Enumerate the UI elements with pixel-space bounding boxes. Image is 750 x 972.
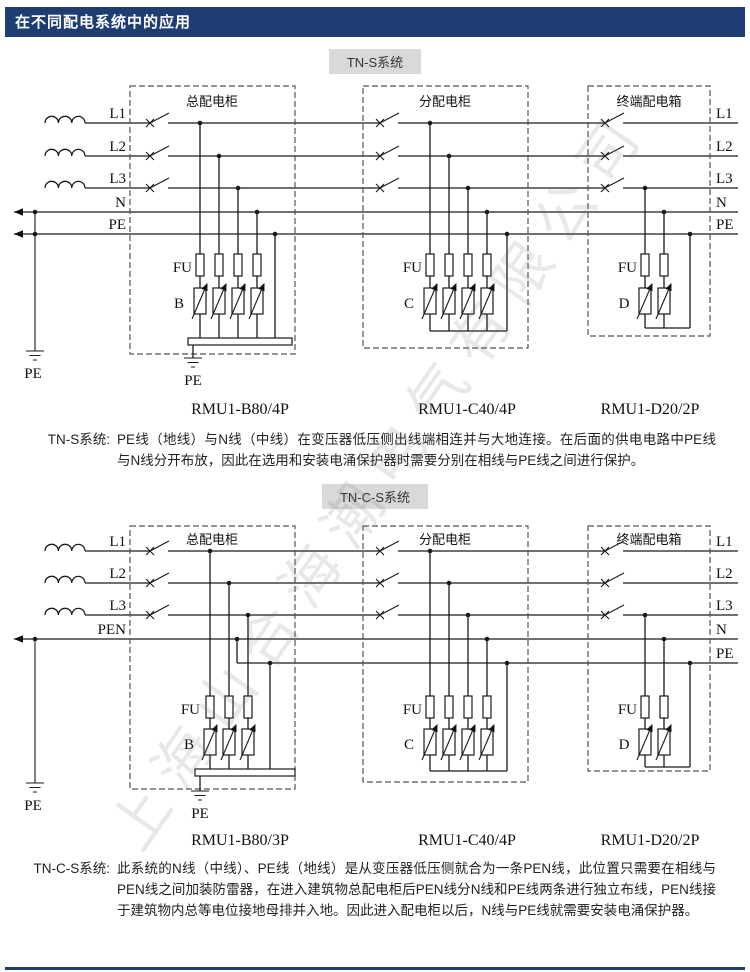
tncs-right-label-pe: PE <box>716 646 734 662</box>
tns-right-label-l3: L3 <box>716 171 733 187</box>
cabinet-outlines <box>129 525 711 790</box>
tns-left-label-n: N <box>115 195 126 211</box>
tns-ground-label-left: PE <box>24 366 42 382</box>
tns-system-tag: TN-S系统 <box>328 49 422 74</box>
tns-product-sub: RMU1-C40/4P <box>418 401 516 418</box>
tncs-description-text: 此系统的N线（中线）、PE线（地线）是从变压器低压侧就合为一条PEN线，此位置只… <box>117 860 716 918</box>
wire-start-arrow-icons <box>14 208 23 238</box>
tncs-diagram: L1 L2 L3 PEN L1 L2 L3 N PE 总配电柜 分配电柜 终端配… <box>14 525 738 849</box>
spd-branch-wires <box>199 550 691 791</box>
junction-dots <box>32 120 693 237</box>
tns-left-label-l3: L3 <box>109 171 126 187</box>
junction-dots <box>32 548 693 666</box>
tns-diagram: L1 L2 L3 N PE L1 L2 L3 N PE 总配电柜 分配电柜 终端… <box>14 85 738 418</box>
tncs-cabinet-main-title: 总配电柜 <box>186 532 238 547</box>
spd-branch-wires <box>192 123 691 358</box>
tncs-cabinet-sub-title: 分配电柜 <box>419 532 471 547</box>
tns-tag-row: TN-S系统 <box>0 49 750 74</box>
tncs-left-label-l1: L1 <box>109 534 126 550</box>
tncs-right-label-l2: L2 <box>716 566 733 582</box>
tns-left-label-l2: L2 <box>109 139 126 155</box>
bottom-divider <box>5 967 745 970</box>
fuse-symbols <box>195 253 669 277</box>
spd-symbols <box>201 723 672 761</box>
tns-product-terminal: RMU1-D20/2P <box>601 401 700 418</box>
tns-cabinet-sub-title: 分配电柜 <box>419 94 471 109</box>
tns-spd-class-d: D <box>619 296 630 312</box>
tns-spd-class-c: C <box>404 296 414 312</box>
tncs-system-tag: TN-C-S系统 <box>321 483 429 509</box>
tncs-product-sub: RMU1-C40/4P <box>418 832 516 849</box>
tncs-spd-class-d: D <box>619 737 630 753</box>
tncs-spd-class-c: C <box>404 737 414 753</box>
tncs-left-label-l3: L3 <box>109 598 126 614</box>
tns-description-text: PE线（地线）与N线（中线）在变压器低压侧出线端相连并与大地连接。在后面的供电电… <box>117 432 716 468</box>
tns-fu-label-main: FU <box>173 260 192 276</box>
breaker-switch-icons <box>145 112 625 193</box>
equipotential-busbar <box>194 768 296 777</box>
tncs-description-label: TN-C-S系统: <box>33 860 111 876</box>
tncs-ground-label-main: PE <box>191 806 209 822</box>
tns-fu-label-terminal: FU <box>618 260 637 276</box>
tncs-product-terminal: RMU1-D20/2P <box>601 832 700 849</box>
tncs-right-label-n: N <box>716 622 727 638</box>
tns-ground-label-main: PE <box>184 373 202 389</box>
phase-wires <box>14 122 738 235</box>
tns-description: TN-S系统: PE线（地线）与N线（中线）在变压器低压侧出线端相连并与大地连接… <box>0 430 750 472</box>
tns-right-label-pe: PE <box>716 217 734 233</box>
page-title: 在不同配电系统中的应用 <box>5 7 745 37</box>
tncs-cabinet-terminal-title: 终端配电箱 <box>616 532 681 547</box>
tncs-product-main: RMU1-B80/3P <box>191 832 289 849</box>
tns-cabinet-main-title: 总配电柜 <box>186 94 238 109</box>
breaker-switch-icons <box>145 540 625 620</box>
tncs-fu-label-main: FU <box>181 702 200 718</box>
tncs-left-label-l2: L2 <box>109 566 126 582</box>
tncs-ground-label-left: PE <box>24 798 42 814</box>
tncs-tag-row: TN-C-S系统 <box>0 483 750 509</box>
tncs-fu-label-terminal: FU <box>618 702 637 718</box>
tns-right-label-l2: L2 <box>716 139 733 155</box>
tns-left-label-pe: PE <box>108 217 126 233</box>
tns-spd-class-b: B <box>174 296 184 312</box>
tncs-left-label-pen: PEN <box>98 622 127 638</box>
tncs-right-label-l1: L1 <box>716 534 733 550</box>
tncs-description: TN-C-S系统: 此系统的N线（中线）、PE线（地线）是从变压器低压侧就合为一… <box>0 859 750 922</box>
cabinet-outlines <box>129 85 711 355</box>
phase-wires <box>14 550 738 664</box>
transformer-coil-icons <box>44 543 86 615</box>
earth-ground-icons <box>26 638 209 801</box>
tns-product-main: RMU1-B80/4P <box>191 401 289 418</box>
earth-ground-icons <box>26 212 202 368</box>
tncs-spd-class-b: B <box>184 737 194 753</box>
tns-right-label-l1: L1 <box>716 106 733 122</box>
tns-fu-label-sub: FU <box>403 260 422 276</box>
tncs-right-label-l3: L3 <box>716 598 733 614</box>
tns-description-label: TN-S系统: <box>47 432 110 447</box>
wire-start-arrow-icons <box>14 635 23 643</box>
fuse-symbols <box>205 695 669 719</box>
spd-symbols <box>191 282 672 320</box>
equipotential-busbar <box>187 337 293 346</box>
tns-left-label-l1: L1 <box>109 106 126 122</box>
tns-cabinet-terminal-title: 终端配电箱 <box>616 94 681 109</box>
transformer-coil-icons <box>44 115 86 189</box>
tncs-fu-label-sub: FU <box>403 702 422 718</box>
tns-right-label-n: N <box>716 195 727 211</box>
